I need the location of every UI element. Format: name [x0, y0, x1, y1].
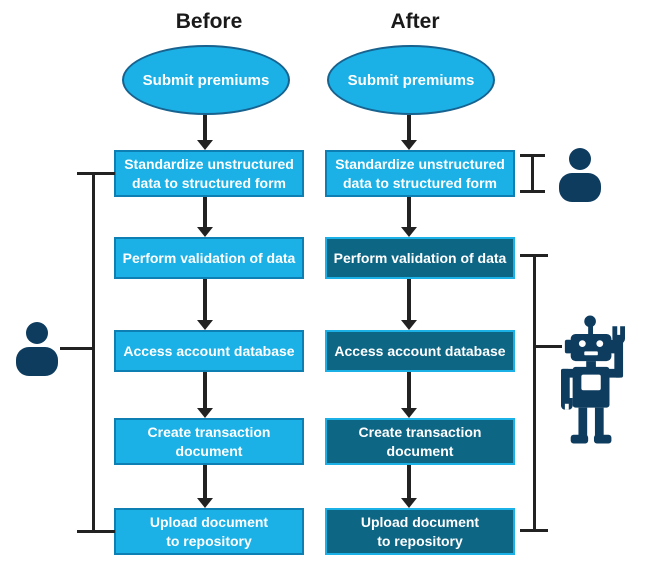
after-step-upload: Upload document to repository — [325, 508, 515, 555]
before-step-create-doc: Create transaction document — [114, 418, 304, 465]
after-step-standardize: Standardize unstructured data to structu… — [325, 150, 515, 197]
column-title-before: Before — [175, 10, 243, 33]
arrow-down-icon — [401, 465, 417, 508]
after-step-validation: Perform validation of data — [325, 237, 515, 279]
before-step-standardize: Standardize unstructured data to structu… — [114, 150, 304, 197]
robot-icon — [561, 314, 625, 447]
person-icon — [556, 146, 604, 202]
after-step-create-doc: Create transaction document — [325, 418, 515, 465]
arrow-down-icon — [401, 115, 417, 150]
column-title-after: After — [390, 10, 440, 33]
start-node-after: Submit premiums — [327, 45, 495, 115]
after-step-access-db: Access account database — [325, 330, 515, 372]
start-node-after-label: Submit premiums — [347, 71, 475, 89]
before-step-validation: Perform validation of data — [114, 237, 304, 279]
start-node-before: Submit premiums — [122, 45, 290, 115]
arrow-down-icon — [197, 279, 213, 330]
person-icon — [13, 320, 61, 376]
arrow-down-icon — [197, 465, 213, 508]
arrow-down-icon — [401, 279, 417, 330]
before-step-upload: Upload document to repository — [114, 508, 304, 555]
arrow-down-icon — [401, 197, 417, 237]
arrow-down-icon — [197, 372, 213, 418]
arrow-down-icon — [401, 372, 417, 418]
arrow-down-icon — [197, 115, 213, 150]
arrow-down-icon — [197, 197, 213, 237]
start-node-before-label: Submit premiums — [142, 71, 270, 89]
before-step-access-db: Access account database — [114, 330, 304, 372]
